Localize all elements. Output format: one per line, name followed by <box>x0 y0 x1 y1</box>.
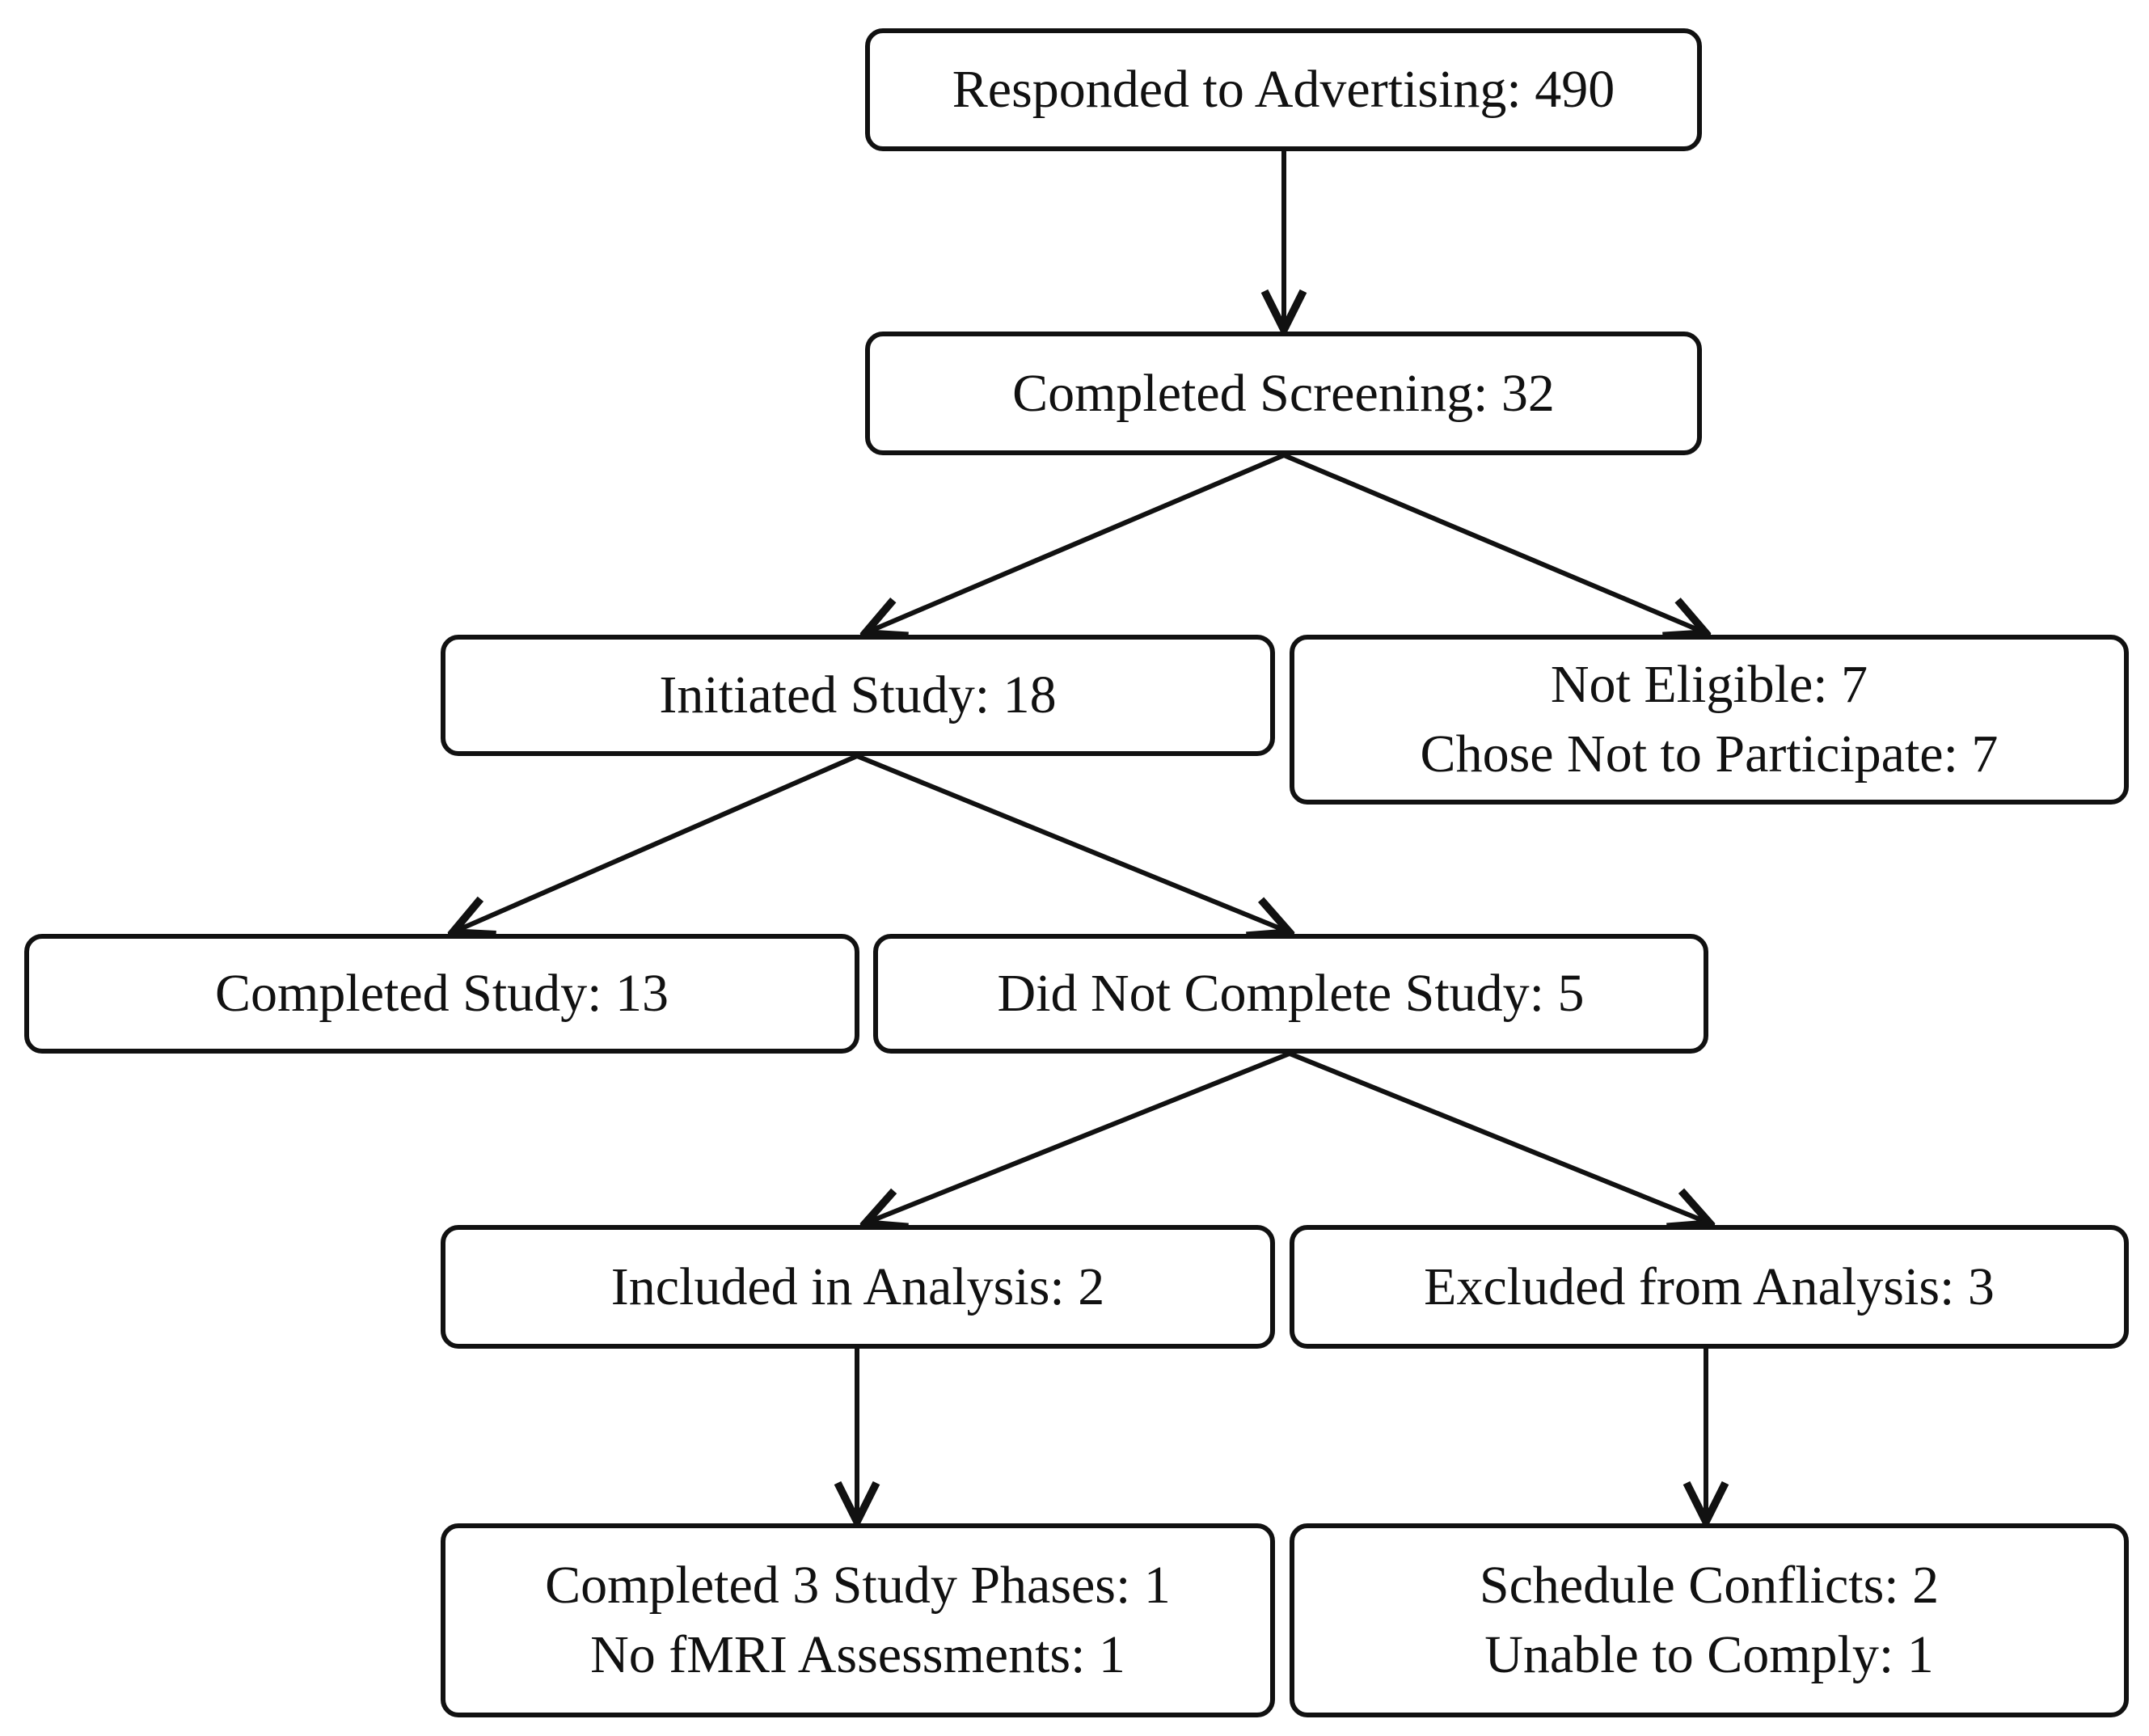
did-not-complete-label: Did Not Complete Study: 5 <box>997 964 1585 1023</box>
screening-box: Completed Screening: 32 <box>865 332 1702 455</box>
not-eligible-box: Not Eligible: 7 Chose Not to Participate… <box>1290 635 2129 805</box>
included-detail-line-2: No fMRI Assessments: 1 <box>590 1625 1125 1684</box>
completed-study-label: Completed Study: 13 <box>215 964 669 1023</box>
responded-label: Responded to Advertising: 490 <box>952 60 1615 119</box>
responded-box: Responded to Advertising: 490 <box>865 28 1702 151</box>
arrow-initiated-to-completed-study <box>453 754 859 932</box>
excluded-detail-line-1: Schedule Conflicts: 2 <box>1479 1556 1940 1615</box>
arrow-screening-to-not-eligible <box>1282 453 1706 633</box>
did-not-complete-box: Did Not Complete Study: 5 <box>873 934 1708 1054</box>
included-label: Included in Analysis: 2 <box>610 1257 1105 1316</box>
initiated-label: Initiated Study: 18 <box>659 665 1057 724</box>
excluded-detail-box: Schedule Conflicts: 2 Unable to Comply: … <box>1290 1523 2129 1717</box>
excluded-detail-line-2: Unable to Comply: 1 <box>1484 1625 1934 1684</box>
excluded-label: Excluded from Analysis: 3 <box>1424 1257 1995 1316</box>
excluded-box: Excluded from Analysis: 3 <box>1290 1225 2129 1349</box>
arrow-screening-to-initiated <box>865 453 1286 633</box>
completed-study-box: Completed Study: 13 <box>24 934 859 1054</box>
not-eligible-line-2: Chose Not to Participate: 7 <box>1420 724 1999 784</box>
included-detail-line-1: Completed 3 Study Phases: 1 <box>545 1556 1171 1615</box>
arrow-did-not-complete-to-excluded <box>1288 1051 1710 1223</box>
arrow-did-not-complete-to-included <box>865 1051 1291 1223</box>
included-box: Included in Analysis: 2 <box>441 1225 1275 1349</box>
initiated-box: Initiated Study: 18 <box>441 635 1275 756</box>
not-eligible-line-1: Not Eligible: 7 <box>1550 655 1868 714</box>
arrow-initiated-to-did-not-complete <box>855 754 1290 932</box>
included-detail-box: Completed 3 Study Phases: 1 No fMRI Asse… <box>441 1523 1275 1717</box>
screening-label: Completed Screening: 32 <box>1012 363 1555 423</box>
